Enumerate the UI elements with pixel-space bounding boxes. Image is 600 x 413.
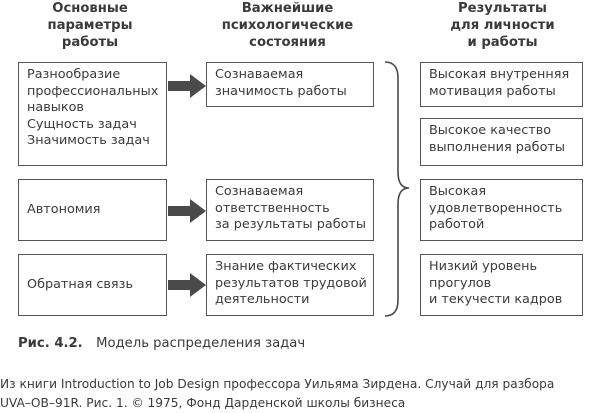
- arrow-right-icon: [168, 74, 206, 98]
- state-box-responsibility: Сознаваемая ответственность за результат…: [206, 179, 374, 241]
- header-line: для личности: [450, 18, 555, 33]
- box-line: Разнообразие: [27, 67, 121, 82]
- outcome-box-quality: Высокое качество выполнения работы: [420, 118, 583, 166]
- figure-caption: Рис. 4.2. Модель распределения задач: [18, 336, 305, 351]
- box-line: Сущность задач: [27, 116, 137, 132]
- state-box-knowledge: Знание фактических результатов трудовой …: [206, 254, 374, 316]
- header-outcomes: Результаты для личности и работы: [420, 0, 585, 51]
- box-line: Обратная связь: [27, 276, 133, 292]
- header-core-job-dimensions: Основные параметры работы: [15, 0, 165, 51]
- box-line: мотивация работы: [429, 83, 556, 99]
- box-line: Высокое качество: [429, 123, 552, 138]
- outcome-box-turnover: Низкий уровень прогулов и текучести кадр…: [420, 254, 583, 316]
- box-line: деятельности: [215, 292, 310, 307]
- source-line: UVA–OB–91R. Рис. 1. © 1975, Фонд Дарденс…: [0, 396, 406, 410]
- box-line: работой: [429, 217, 485, 232]
- box-line: Высокая внутренняя: [429, 67, 570, 82]
- box-line: Низкий уровень: [429, 259, 538, 274]
- box-line: навыков: [27, 100, 84, 115]
- box-line: прогулов: [429, 275, 492, 291]
- curly-brace-icon: [384, 61, 410, 317]
- header-line: состояния: [249, 35, 326, 50]
- box-line: выполнения работы: [429, 139, 565, 155]
- box-line: за результаты работы: [215, 217, 366, 232]
- dimension-box-autonomy: Автономия: [18, 179, 167, 241]
- header-psychological-states: Важнейшие психологические состояния: [200, 0, 375, 51]
- outcome-box-motivation: Высокая внутренняя мотивация работы: [420, 62, 583, 107]
- header-line: параметры: [47, 18, 133, 33]
- box-line: удовлетворенность: [429, 200, 563, 216]
- state-box-meaningfulness: Сознаваемая значимость работы: [206, 62, 374, 107]
- box-line: Автономия: [27, 201, 101, 217]
- outcome-box-satisfaction: Высокая удовлетворенность работой: [420, 179, 583, 241]
- box-line: результатов трудовой: [215, 275, 367, 291]
- box-line: профессиональных: [27, 83, 159, 99]
- source-line: Из книги Introduction to Job Design проф…: [0, 377, 555, 391]
- caption-label: Рис. 4.2.: [18, 336, 92, 351]
- box-line: и текучести кадров: [429, 292, 563, 307]
- box-line: ответственность: [215, 200, 330, 216]
- box-line: Значимость задач: [27, 133, 150, 148]
- source-note: Из книги Introduction to Job Design проф…: [0, 375, 554, 413]
- caption-text: Модель распределения задач: [96, 336, 306, 351]
- header-line: и работы: [467, 35, 538, 50]
- box-line: значимость работы: [215, 83, 347, 99]
- arrow-right-icon: [168, 273, 206, 297]
- header-line: работы: [61, 35, 119, 50]
- header-line: Результаты: [458, 1, 547, 16]
- header-line: Важнейшие: [241, 1, 334, 16]
- arrow-right-icon: [168, 199, 206, 223]
- box-line: Сознаваемая: [215, 67, 304, 82]
- box-line: Сознаваемая: [215, 184, 304, 199]
- box-line: Знание фактических: [215, 259, 357, 274]
- header-line: психологические: [221, 18, 354, 33]
- dimension-box-variety: Разнообразие профессиональных навыков Су…: [18, 62, 167, 166]
- header-line: Основные: [52, 1, 128, 16]
- box-line: Высокая: [429, 184, 487, 199]
- dimension-box-feedback: Обратная связь: [18, 254, 167, 316]
